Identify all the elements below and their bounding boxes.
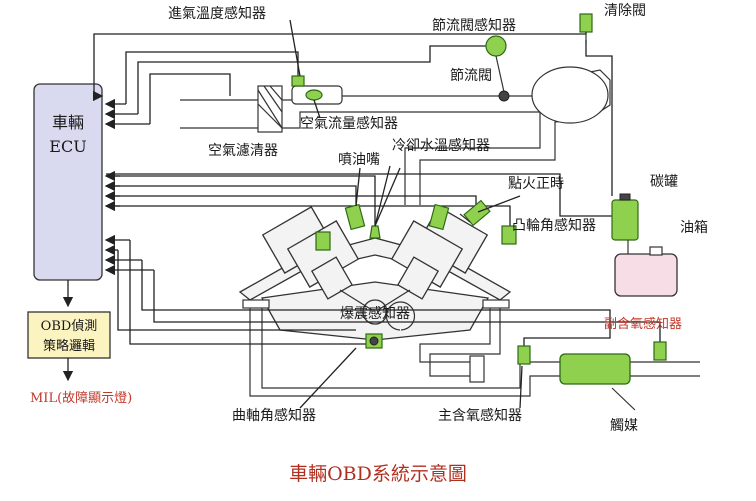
label-main-o2: 主含氧感知器 xyxy=(438,407,522,424)
label-air-flow: 空氣流量感知器 xyxy=(300,115,398,132)
label-throttle-sensor: 節流閥感知器 xyxy=(432,17,516,34)
ecu-label-line2: ECU xyxy=(49,137,86,156)
obd-box-line1: OBD偵測 xyxy=(41,319,98,334)
exhaust-pipe xyxy=(242,299,700,397)
engine-block xyxy=(238,206,512,341)
obd-box-line2: 策略邏輯 xyxy=(43,338,95,354)
leader-lines xyxy=(289,19,523,409)
label-ignition: 點火正時 xyxy=(508,176,564,192)
vehicle-ecu: 車輛 ECU xyxy=(33,83,103,281)
fuel-tank xyxy=(614,240,678,297)
crankshaft-sensor xyxy=(385,301,416,331)
coolant-temp-sensor xyxy=(369,165,401,239)
label-injector: 噴油嘴 xyxy=(338,152,380,168)
mil-label: MIL(故障顯示燈) xyxy=(30,391,132,406)
catalyst xyxy=(559,353,636,411)
label-air-filter: 空氣濾清器 xyxy=(208,143,278,159)
exhaust-flange-right xyxy=(482,299,510,309)
ecu-label-line1: 車輛 xyxy=(52,113,84,132)
label-camshaft: 凸輪角感知器 xyxy=(512,217,596,234)
label-secondary-o2: 副含氧感知器 xyxy=(604,316,682,332)
obd-strategy-box: OBD偵測 策略邏輯 xyxy=(27,311,111,359)
camshaft-sensor xyxy=(315,225,517,251)
injector-right xyxy=(428,203,450,231)
label-intake-temp: 進氣溫度感知器 xyxy=(168,5,266,22)
injector-left xyxy=(344,203,366,231)
exhaust-flange-left xyxy=(242,299,270,309)
canister xyxy=(611,193,639,241)
purge-valve xyxy=(579,13,593,44)
intake-temp-sensor xyxy=(291,75,305,87)
label-canister: 碳罐 xyxy=(650,174,678,190)
knock-sensor xyxy=(365,333,383,349)
main-o2-sensor xyxy=(517,345,531,365)
secondary-o2-sensor xyxy=(653,341,667,361)
label-fuel-tank: 油箱 xyxy=(680,220,708,236)
label-crankshaft: 曲軸角感知器 xyxy=(232,407,316,424)
diagram-caption: 車輛OBD系統示意圖 xyxy=(289,463,467,485)
ignition-coil xyxy=(459,199,491,227)
label-coolant-temp: 冷卻水溫感知器 xyxy=(392,137,490,154)
throttle-body xyxy=(531,66,609,124)
label-catalyst: 觸媒 xyxy=(610,418,638,434)
intake-duct xyxy=(180,66,611,205)
label-purge-valve: 清除閥 xyxy=(604,3,646,19)
throttle-position-sensor xyxy=(485,35,510,102)
label-throttle-valve: 節流閥 xyxy=(450,67,492,84)
label-knock: 爆震感知器 xyxy=(340,305,410,322)
